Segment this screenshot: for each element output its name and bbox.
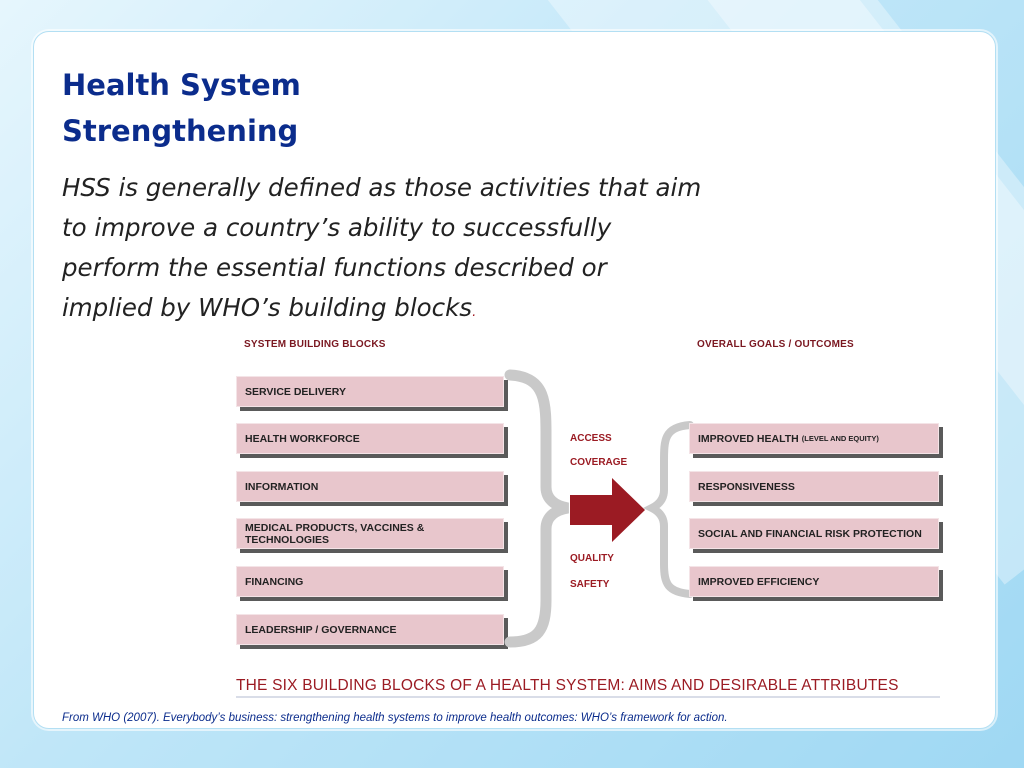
- attribute-safety: SAFETY: [570, 579, 610, 590]
- building-blocks-header: SYSTEM BUILDING BLOCKS: [244, 339, 386, 350]
- definition-body: HSS is generally defined as those activi…: [62, 173, 702, 322]
- goal-main-label: IMPROVED HEALTH: [698, 432, 799, 445]
- figure-caption: THE SIX BUILDING BLOCKS OF A HEALTH SYST…: [236, 677, 899, 694]
- block-information: INFORMATION: [236, 471, 504, 502]
- goal-risk-protection: SOCIAL AND FINANCIAL RISK PROTECTION: [689, 518, 939, 549]
- goals-header: OVERALL GOALS / OUTCOMES: [697, 339, 854, 350]
- definition-text: HSS is generally defined as those activi…: [62, 168, 702, 333]
- goal-main-label: SOCIAL AND FINANCIAL RISK PROTECTION: [698, 527, 922, 540]
- block-medical-products: MEDICAL PRODUCTS, VACCINES & TECHNOLOGIE…: [236, 518, 504, 549]
- block-financing: FINANCING: [236, 566, 504, 597]
- goal-improved-efficiency: IMPROVED EFFICIENCY: [689, 566, 939, 597]
- attribute-coverage: COVERAGE: [570, 457, 628, 468]
- right-brace-icon: [643, 421, 694, 598]
- slide-title-line-2: Strengthening: [62, 114, 299, 148]
- goal-main-label: RESPONSIVENESS: [698, 480, 795, 493]
- goal-improved-health: IMPROVED HEALTH(LEVEL AND EQUITY): [689, 423, 939, 454]
- block-service-delivery: SERVICE DELIVERY: [236, 376, 504, 407]
- left-brace-icon: [504, 369, 570, 648]
- goal-main-label: IMPROVED EFFICIENCY: [698, 575, 820, 588]
- attribute-access: ACCESS: [570, 433, 612, 444]
- caption-divider: [236, 696, 940, 698]
- arrow-right-icon: [570, 478, 645, 542]
- definition-end-mark: .: [472, 305, 477, 320]
- source-citation: From WHO (2007). Everybody’s business: s…: [62, 712, 728, 724]
- block-leadership-governance: LEADERSHIP / GOVERNANCE: [236, 614, 504, 645]
- attribute-quality: QUALITY: [570, 553, 614, 564]
- goal-responsiveness: RESPONSIVENESS: [689, 471, 939, 502]
- slide-title-line-1: Health System: [62, 68, 301, 102]
- goal-sub-label: (LEVEL AND EQUITY): [801, 434, 879, 443]
- block-health-workforce: HEALTH WORKFORCE: [236, 423, 504, 454]
